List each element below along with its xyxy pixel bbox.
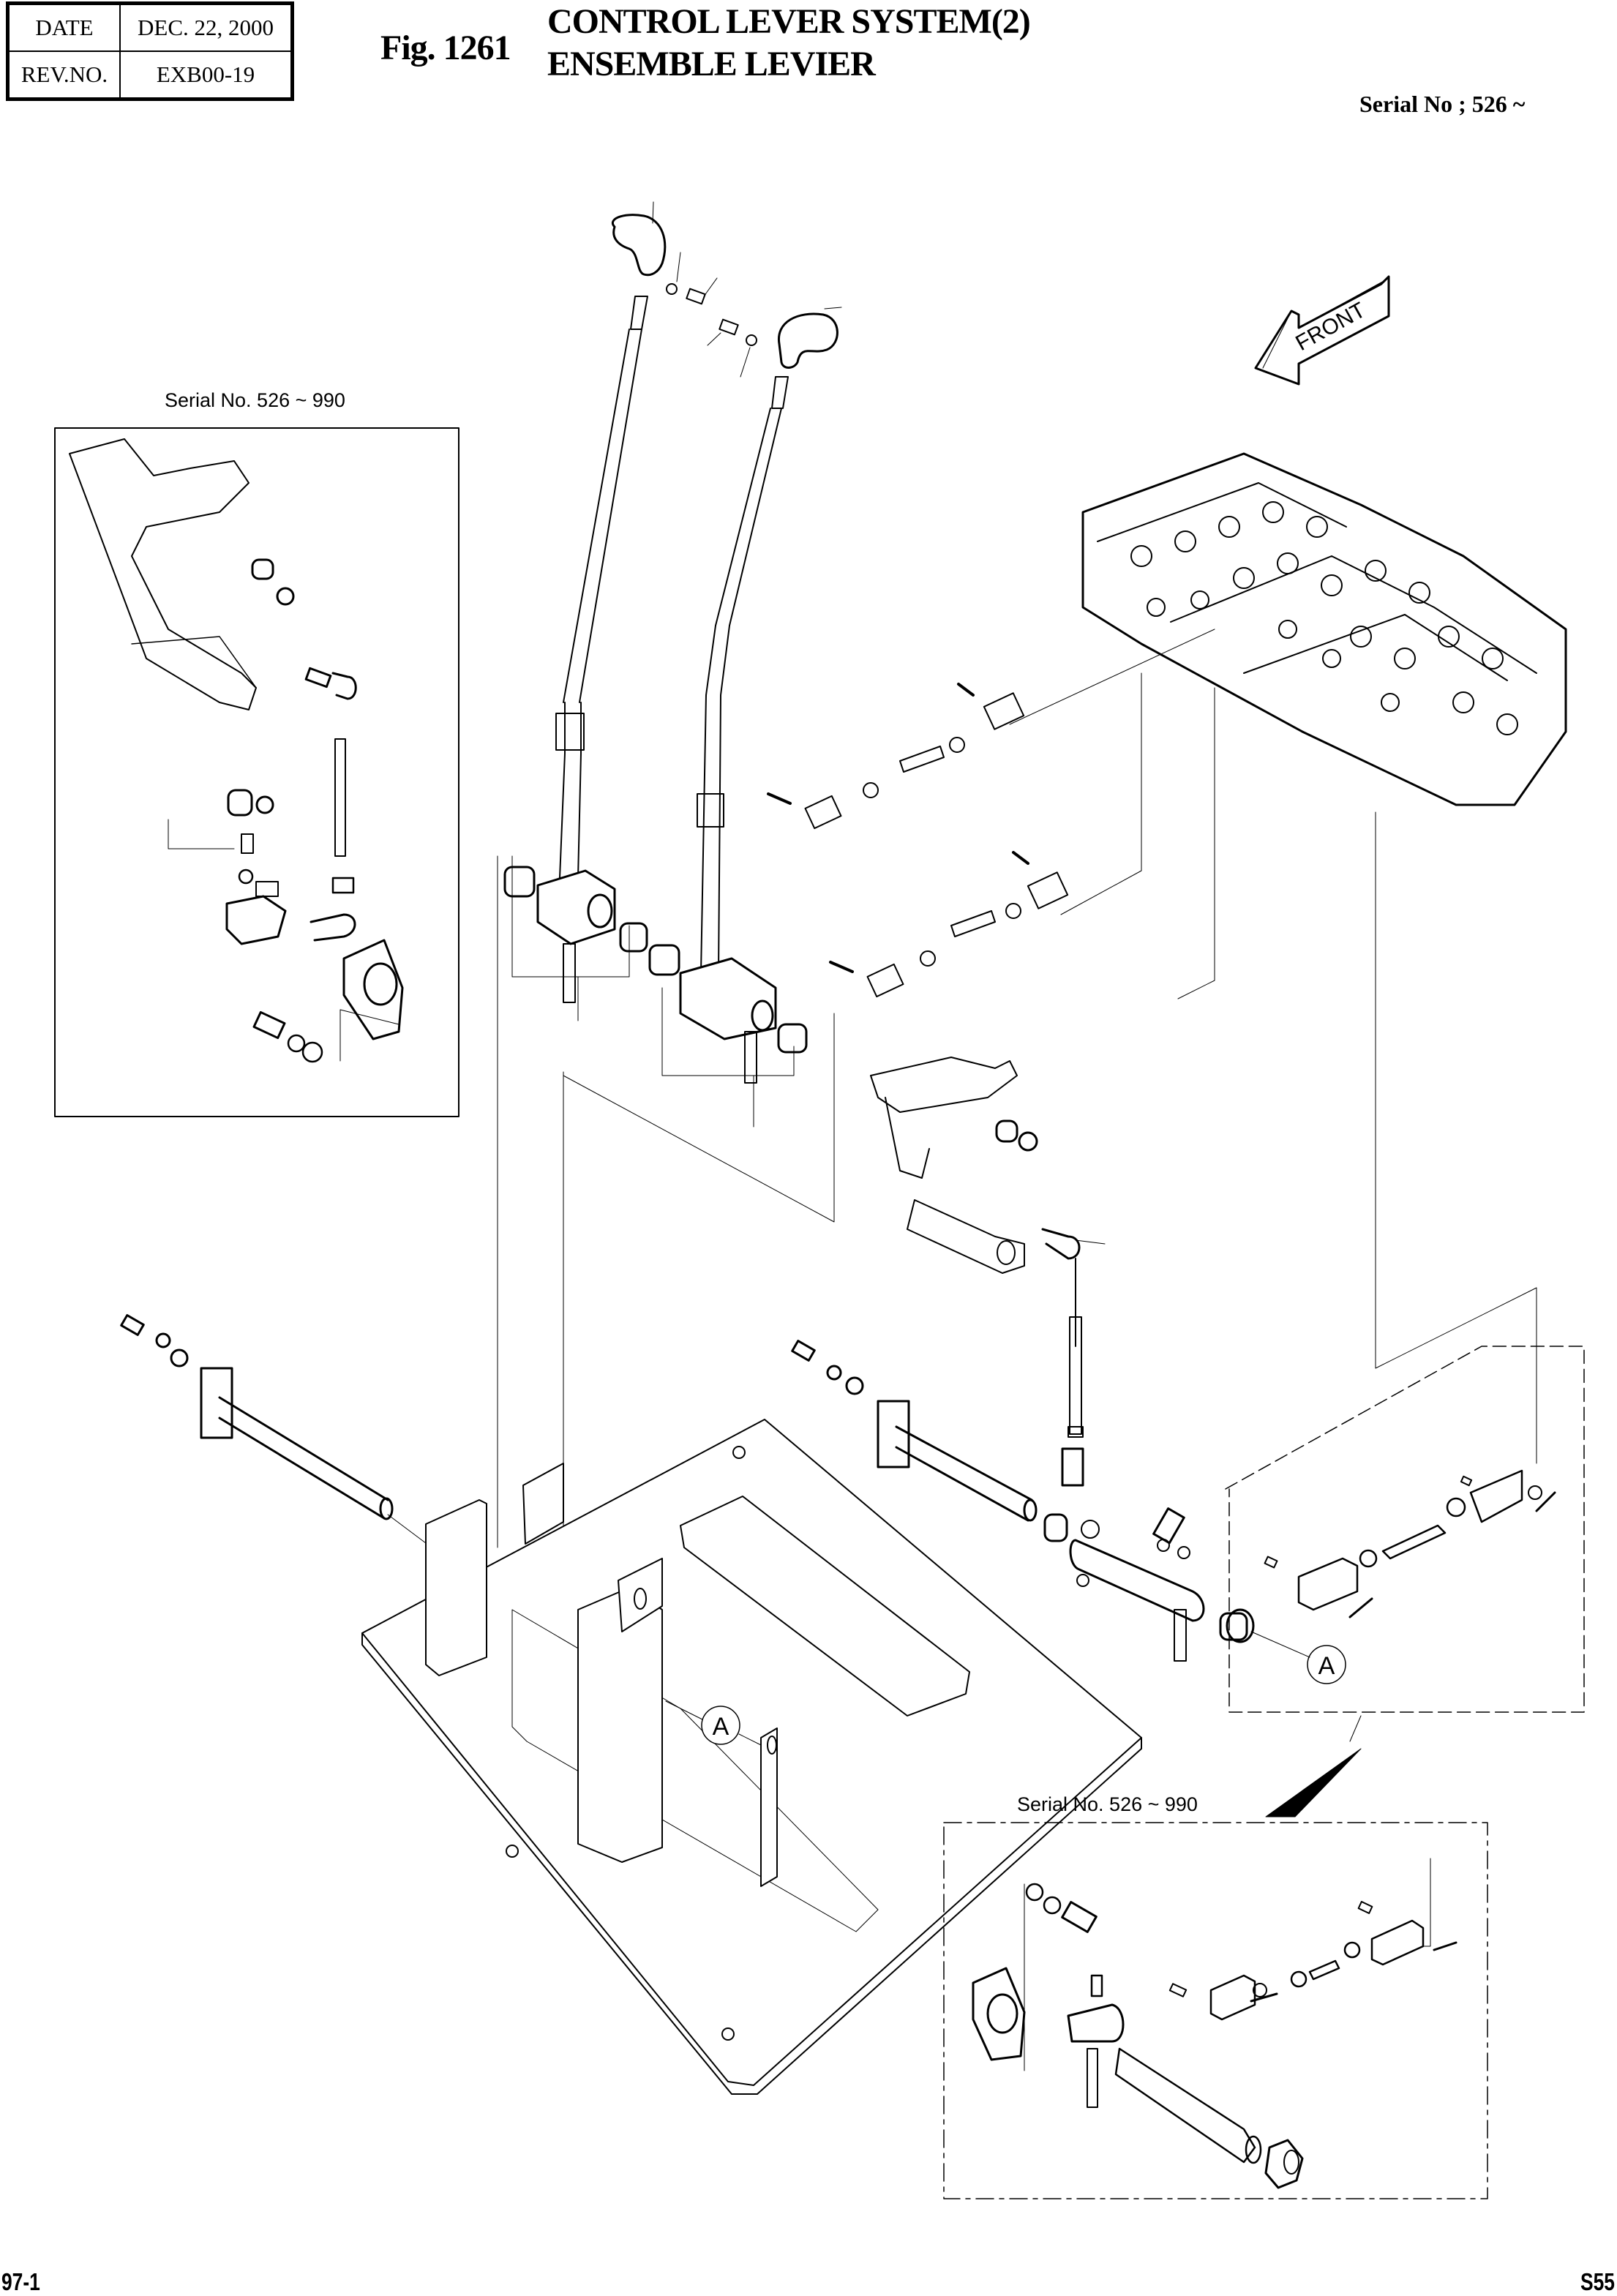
left-inset-label: Serial No. 526 ~ 990 bbox=[165, 389, 345, 411]
right-control-lever bbox=[697, 307, 842, 974]
callout-a-detail-label: A bbox=[1318, 1652, 1335, 1680]
control-valve-block bbox=[1081, 452, 1567, 806]
revision-label: REV.NO. bbox=[7, 50, 121, 100]
date-value: DEC. 22, 2000 bbox=[119, 2, 293, 52]
bottom-inset-label: Serial No. 526 ~ 990 bbox=[1017, 1793, 1198, 1815]
linkage-rod-upper bbox=[767, 683, 1025, 830]
page-number: 97-1 bbox=[1, 2268, 40, 2295]
left-shaft-bracket bbox=[120, 1314, 432, 1548]
pedal-assembly bbox=[870, 1057, 1106, 1487]
valve-linkage-leaders bbox=[1009, 629, 1537, 1464]
left-control-lever bbox=[555, 201, 667, 923]
callout-a-label: A bbox=[713, 1713, 729, 1741]
bottom-inset bbox=[943, 1822, 1488, 2199]
inset-pointer-arrow bbox=[1265, 1748, 1362, 1817]
title-english: CONTROL LEVER SYSTEM(2) bbox=[547, 2, 1031, 41]
callout-a-main: A bbox=[665, 1700, 762, 1746]
revision-table: DATE DEC. 22, 2000 REV.NO. EXB00-19 bbox=[6, 1, 294, 101]
right-shaft-bracket bbox=[791, 1340, 1248, 1662]
figure-number: Fig. 1261 bbox=[380, 29, 511, 67]
left-inset bbox=[54, 427, 459, 1117]
lever-knob-fasteners bbox=[666, 252, 757, 378]
right-linkage-detail: A bbox=[1225, 1346, 1585, 1713]
revision-row: REV.NO. EXB00-19 bbox=[7, 50, 293, 100]
front-direction-arrow: FRONT bbox=[1254, 275, 1390, 386]
model-code: S55 bbox=[1580, 2268, 1615, 2295]
linkage-rod-middle bbox=[829, 851, 1069, 998]
lever-pivot-assembly bbox=[503, 866, 808, 1084]
revision-value: EXB00-19 bbox=[119, 50, 293, 100]
title-french: ENSEMBLE LEVIER bbox=[547, 45, 876, 83]
date-row: DATE DEC. 22, 2000 bbox=[7, 2, 293, 52]
base-support-posts bbox=[425, 1463, 778, 1887]
base-plate bbox=[361, 1419, 1142, 2095]
date-label: DATE bbox=[7, 2, 121, 52]
serial-range: Serial No ; 526 ~ bbox=[1359, 91, 1526, 117]
